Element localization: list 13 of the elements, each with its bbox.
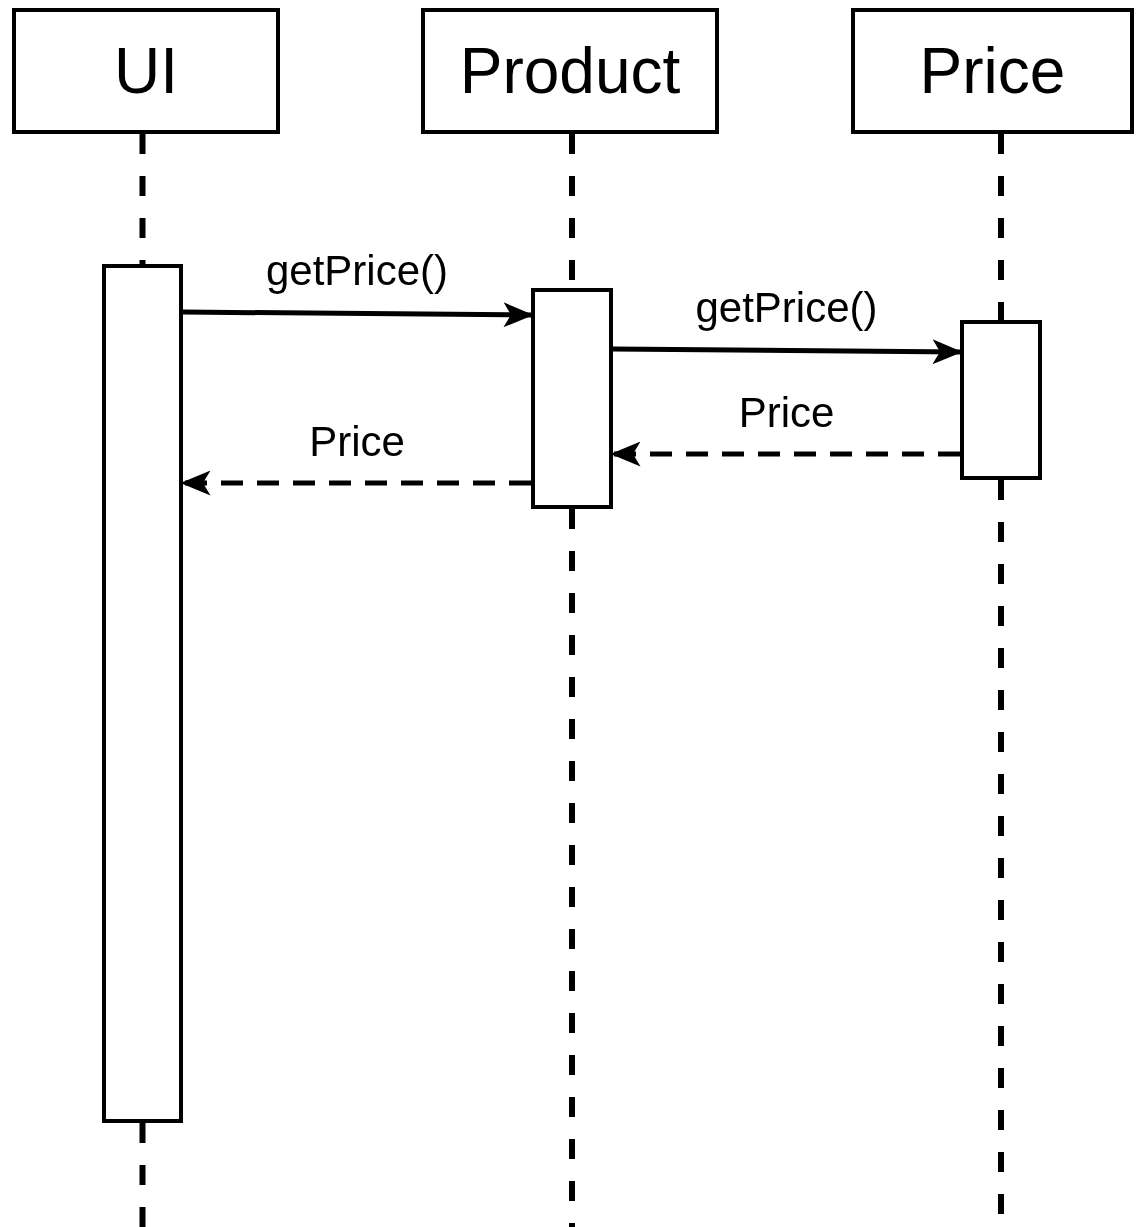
lifeline-header-box <box>12 8 280 134</box>
activation-bar <box>102 264 183 1123</box>
lifeline-header-box <box>421 8 719 134</box>
lifeline <box>139 134 146 264</box>
lifeline-title: Product <box>459 39 681 103</box>
activation-bar <box>960 320 1042 480</box>
lifeline-header-box <box>851 8 1134 134</box>
lifeline <box>569 509 575 1227</box>
activation-bar <box>531 288 613 509</box>
lifeline-title: Price <box>919 39 1066 103</box>
lifeline <box>998 134 1004 320</box>
lifeline <box>139 1123 146 1227</box>
lifeline-title: UI <box>114 39 178 103</box>
